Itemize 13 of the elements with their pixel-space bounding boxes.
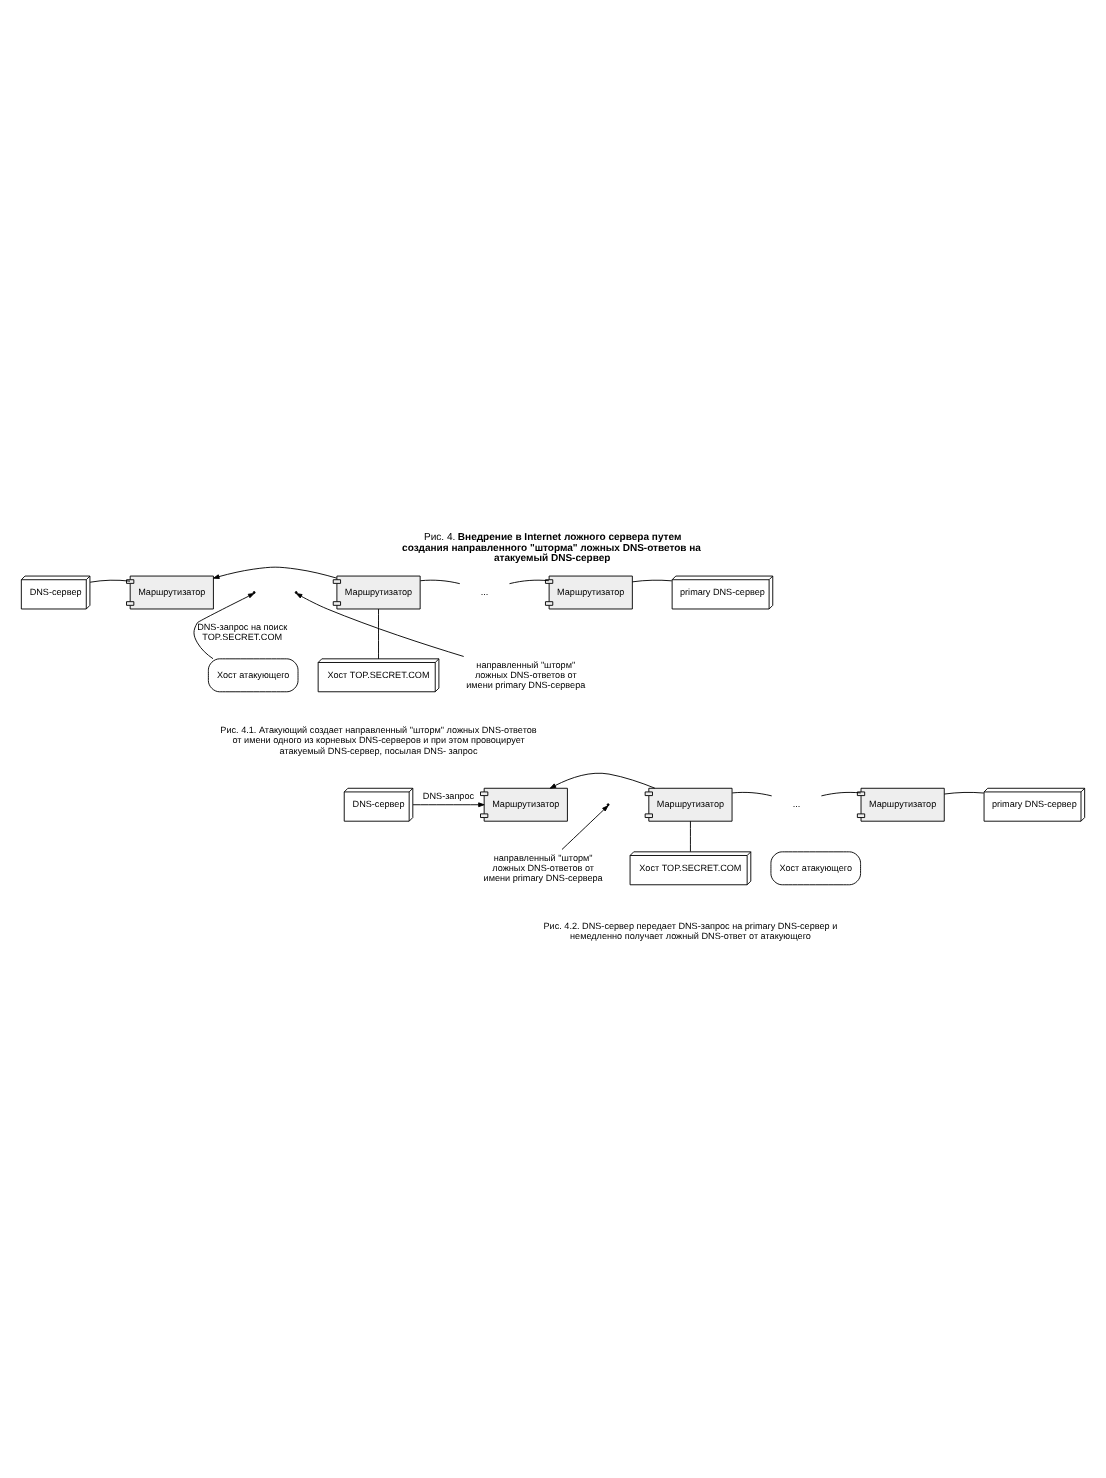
arrow [193, 593, 255, 660]
connector [419, 579, 461, 585]
connector [731, 791, 773, 797]
connector [943, 791, 985, 795]
arrow [213, 566, 338, 579]
arrow [549, 772, 656, 789]
arrow [412, 802, 485, 808]
connector [689, 820, 691, 853]
connector [631, 579, 673, 583]
connector [378, 608, 379, 660]
connector [820, 791, 862, 797]
connector [509, 579, 550, 585]
connector [89, 579, 131, 583]
